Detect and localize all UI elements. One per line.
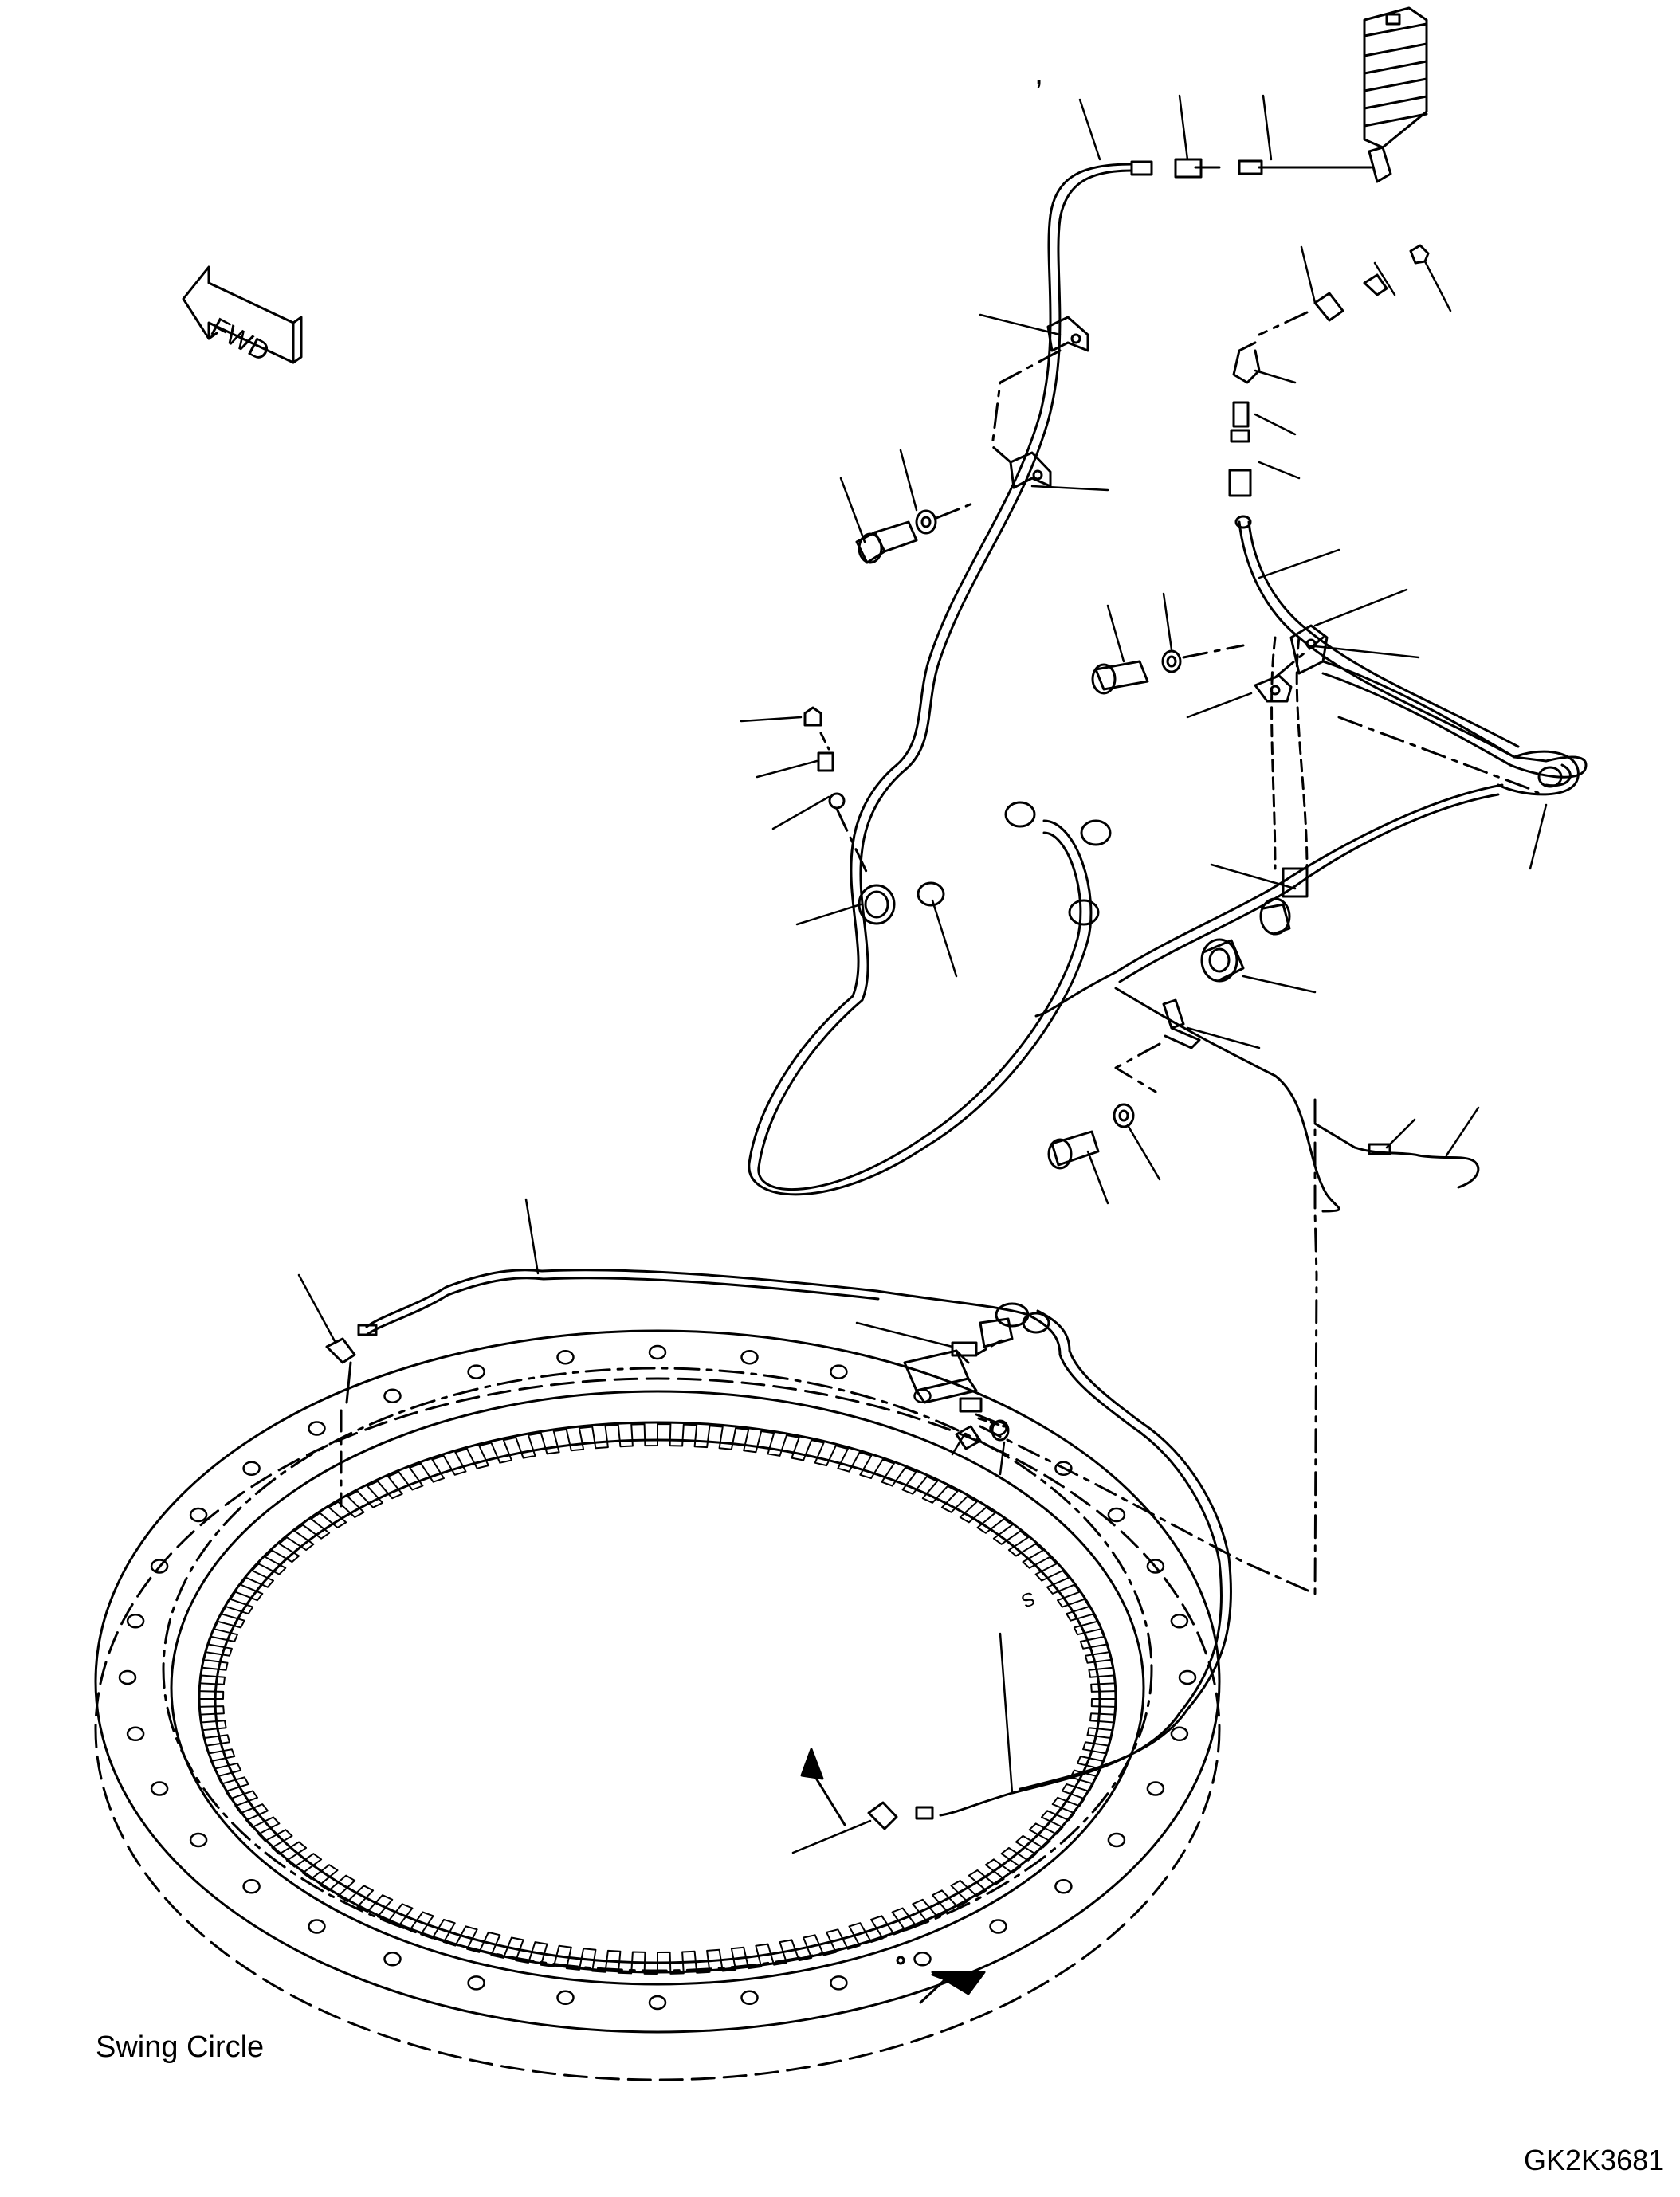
bolt-hole: [1107, 1832, 1126, 1848]
bolt-hole: [913, 1952, 932, 1967]
bolt-hole: [467, 1364, 485, 1379]
gear-teeth: [198, 1423, 1117, 1975]
pipe-right-loop: [1321, 660, 1588, 796]
junction-connector: [1200, 867, 1309, 983]
bolt-hole: [830, 1975, 848, 1991]
bottom-reference-point: [896, 1956, 905, 1965]
right-branch-clamps: [1254, 624, 1329, 870]
bolt-hole: [830, 1364, 848, 1379]
elbow-fitting-left: [325, 1324, 378, 1508]
bolt-hole: [383, 1388, 402, 1403]
grease-nipple-lower: [955, 1413, 1010, 1450]
pipe-assembly-lower: [365, 1269, 1232, 1817]
lower-bracket: [1162, 998, 1201, 1049]
pipe-to-connector: [1034, 783, 1504, 1018]
adapter-fitting: [1238, 159, 1263, 175]
callout-leader-lines: [297, 94, 1548, 1854]
elbow-fitting-lower: [867, 1801, 934, 1830]
grease-distributor-block: [1363, 6, 1428, 183]
arrow-pointer-bottom: [919, 1971, 986, 2004]
drawing-code: GK2K3681: [1524, 2144, 1665, 2176]
fwd-arrow-text: FWD: [206, 312, 274, 368]
bolt-hole: [1178, 1669, 1197, 1685]
bolt-hole: [126, 1726, 145, 1742]
gear-tip-circle: [214, 1438, 1101, 1964]
top-mark: ,: [1034, 56, 1044, 91]
gear-root-circle: [198, 1421, 1117, 1974]
bolt-hole: [308, 1919, 326, 1934]
grease-nipple-stack: [803, 706, 870, 878]
bolt-left-upper: [855, 520, 918, 564]
bolt-hole: [383, 1952, 402, 1967]
bolt-hole: [126, 1613, 145, 1629]
bolt-hole: [1054, 1461, 1073, 1476]
bolt-hole: [118, 1669, 137, 1685]
bolt-hole: [189, 1507, 208, 1523]
bolt-hole: [1170, 1726, 1189, 1742]
bolt-hole: [556, 1349, 575, 1365]
fwd-arrow: FWD: [182, 265, 303, 368]
arrow-pointer-inner: [800, 1748, 824, 1780]
bolt-right-middle: [1091, 660, 1149, 695]
bolt-hole: [1146, 1781, 1165, 1796]
bolt-hole: [1054, 1879, 1073, 1894]
washer-left-upper: [915, 509, 937, 535]
hose-end: [1130, 160, 1153, 176]
bolt-hole: [308, 1421, 326, 1436]
bolt-lower: [1047, 1130, 1100, 1170]
bolt-hole: [648, 1344, 667, 1360]
bolt-hole: [1107, 1507, 1126, 1523]
bolt-hole: [150, 1781, 169, 1796]
swing-circle-outer-edge: [94, 1329, 1221, 2034]
gear-marking: S: [1019, 1587, 1038, 1611]
swing-circle-inner-race: [170, 1390, 1145, 1986]
bolt-hole: [740, 1990, 759, 2006]
figure-caption: Swing Circle: [96, 2030, 265, 2064]
grease-block-small: [903, 1337, 1006, 1413]
bolt-holes: [118, 1344, 1197, 2011]
bolt-hole: [740, 1349, 759, 1365]
washer-right-middle: [1161, 649, 1182, 673]
bolt-hole: [648, 1995, 667, 2011]
bolt-hole: [556, 1990, 575, 2006]
installation-centerline: [979, 1273, 1318, 1595]
bolt-hole: [150, 1559, 169, 1574]
swing-circle: S: [94, 1329, 1221, 2081]
bolt-hole: [189, 1832, 208, 1848]
gear-tooth-profile: [198, 1423, 1117, 1975]
bolt-hole: [1170, 1613, 1189, 1629]
bolt-hole: [467, 1975, 485, 1991]
bolt-hole: [242, 1461, 261, 1476]
grease-hose-main: [748, 158, 1372, 1196]
bolt-hole: [1146, 1559, 1165, 1574]
bolt-hole: [242, 1879, 261, 1894]
hose-clamp-upper: [1046, 316, 1089, 352]
swing-circle-lower-edge: [94, 1377, 1221, 2081]
washer-lower: [1113, 1103, 1135, 1128]
clamp-centerline: [991, 349, 1062, 464]
bolt-hole: [989, 1919, 1007, 1934]
tube-right-low: [1114, 987, 1480, 1277]
hose-clip-loops: [858, 801, 1112, 926]
